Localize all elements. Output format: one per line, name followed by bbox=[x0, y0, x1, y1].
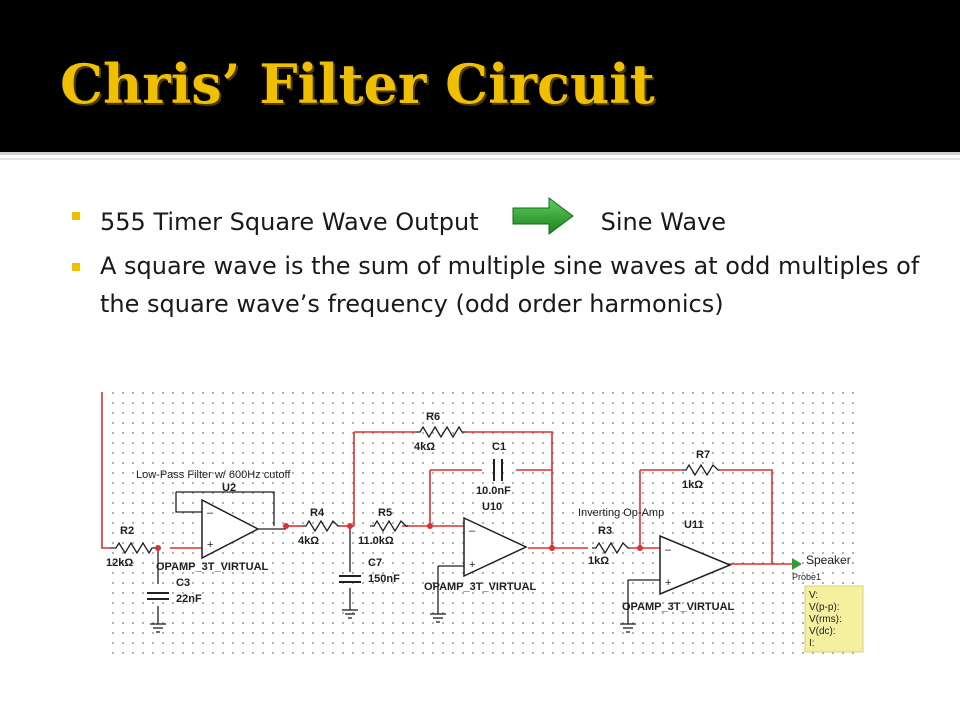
svg-text:–: – bbox=[469, 525, 476, 537]
label-r7-value: 1kΩ bbox=[682, 479, 703, 491]
label-u2-model: OPAMP_3T_VIRTUAL bbox=[156, 561, 269, 573]
label-probe: Probe1 bbox=[792, 572, 821, 582]
probe-readout-box bbox=[804, 585, 864, 653]
label-c3-value: 22nF bbox=[176, 593, 202, 605]
bullet-marker bbox=[72, 263, 80, 271]
label-r3-value: 1kΩ bbox=[588, 555, 609, 567]
bullet-2-text: A square wave is the sum of multiple sin… bbox=[100, 252, 920, 318]
bullet-list: 555 Timer Square Wave Output Sine Wave A… bbox=[72, 196, 932, 323]
probe-readout-v: V: bbox=[809, 590, 818, 601]
resistor-icon bbox=[110, 425, 720, 555]
label-r7: R7 bbox=[696, 449, 710, 461]
label-c1: C1 bbox=[492, 441, 506, 453]
probe-readout-vpp: V(p-p): bbox=[809, 602, 840, 613]
label-r4: R4 bbox=[310, 507, 325, 519]
svg-text:+: + bbox=[207, 539, 213, 551]
label-c3: C3 bbox=[176, 577, 190, 589]
svg-text:+: + bbox=[469, 559, 475, 571]
junction-dots bbox=[155, 523, 643, 551]
label-r3: R3 bbox=[598, 525, 612, 537]
probe-readout-vdc: V(dc): bbox=[809, 626, 836, 637]
label-r6: R6 bbox=[426, 411, 440, 423]
title-divider bbox=[0, 152, 960, 155]
label-r2: R2 bbox=[120, 525, 134, 537]
label-r5: R5 bbox=[378, 507, 392, 519]
bullet-item-1: 555 Timer Square Wave Output Sine Wave bbox=[72, 196, 932, 247]
label-c7: C7 bbox=[368, 557, 382, 569]
probe-readout-i: I: bbox=[809, 638, 815, 649]
label-c1-value: 10.0nF bbox=[476, 485, 511, 497]
label-u2: U2 bbox=[222, 482, 236, 494]
title-divider-secondary bbox=[0, 158, 960, 160]
label-u11-model: OPAMP_3T_VIRTUAL bbox=[622, 601, 735, 613]
label-r2-value: 12kΩ bbox=[106, 557, 133, 569]
opamp-icon bbox=[201, 498, 732, 596]
probe-arrow-icon bbox=[792, 558, 802, 570]
ground-wires bbox=[157, 491, 660, 624]
bullet-item-2: A square wave is the sum of multiple sin… bbox=[72, 247, 932, 323]
label-inverting: Inverting Op-Amp bbox=[578, 507, 664, 519]
label-r4-value: 4kΩ bbox=[298, 535, 319, 547]
ground-icon bbox=[150, 609, 636, 633]
title-bar: Chris’ Filter Circuit bbox=[0, 0, 960, 152]
right-arrow-icon bbox=[511, 196, 575, 247]
label-u11: U11 bbox=[684, 519, 704, 531]
label-r5-value: 11.0kΩ bbox=[358, 535, 394, 547]
bullet-1-left-text: 555 Timer Square Wave Output bbox=[100, 207, 479, 236]
label-lowpass: Low-Pass Filter w/ 600Hz cutoff bbox=[136, 469, 291, 481]
probe-readout-vrms: V(rms): bbox=[809, 614, 842, 625]
label-u10: U10 bbox=[482, 501, 502, 513]
label-u10-model: OPAMP_3T_VIRTUAL bbox=[424, 581, 537, 593]
label-r6-value: 4kΩ bbox=[414, 441, 435, 453]
svg-text:+: + bbox=[665, 577, 671, 589]
label-speaker: Speaker bbox=[806, 553, 851, 567]
label-c7-value: 150nF bbox=[368, 573, 400, 585]
signal-wires bbox=[101, 392, 792, 565]
svg-text:–: – bbox=[207, 507, 214, 519]
circuit-schematic: – + – + – + R2 12kΩ OPAMP_3T_VIRTUAL C3 22n… bbox=[98, 388, 870, 658]
bullet-1-right-text: Sine Wave bbox=[600, 207, 727, 236]
schematic-canvas: – + – + – + R2 12kΩ OPAMP_3T_VIRTUAL C3 22n… bbox=[98, 388, 870, 658]
bullet-marker bbox=[72, 212, 80, 220]
slide-title: Chris’ Filter Circuit bbox=[60, 52, 655, 116]
capacitor-icon bbox=[147, 459, 503, 600]
svg-text:–: – bbox=[665, 544, 672, 556]
